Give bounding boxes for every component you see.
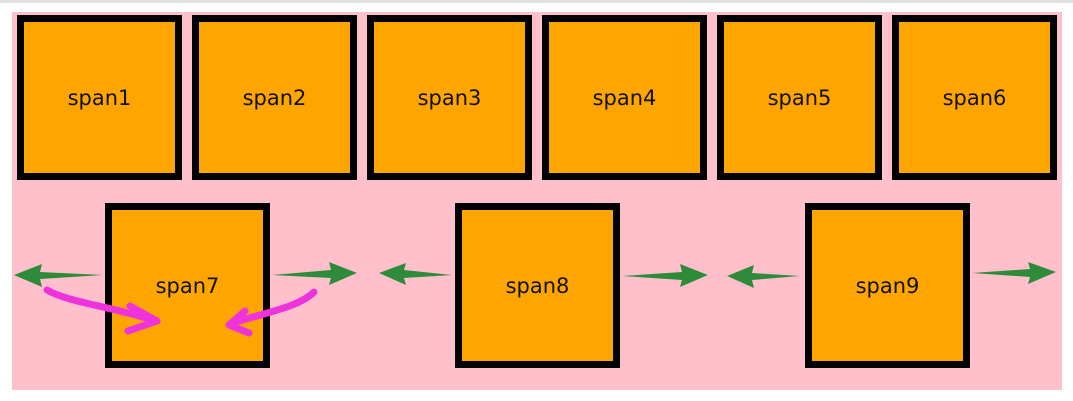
flex-item-label: span9 [855,273,920,298]
flex-item-label: span6 [942,85,1007,110]
flex-item-span1: span1 [17,15,182,180]
flex-item-span5: span5 [717,15,882,180]
flex-item-span7: span7 [105,203,270,368]
flex-item-label: span4 [592,85,657,110]
top-divider [0,0,1073,3]
flex-item-span4: span4 [542,15,707,180]
flex-item-span8: span8 [455,203,620,368]
flex-item-label: span1 [67,85,132,110]
flex-item-span3: span3 [367,15,532,180]
flex-item-span2: span2 [192,15,357,180]
flex-item-span6: span6 [892,15,1057,180]
flex-item-label: span7 [155,273,220,298]
flex-container: span1 span2 span3 span4 span5 span6 span… [12,12,1062,390]
flex-item-label: span8 [505,273,570,298]
flex-item-label: span3 [417,85,482,110]
flex-item-label: span5 [767,85,832,110]
flex-item-span9: span9 [805,203,970,368]
flex-item-label: span2 [242,85,307,110]
